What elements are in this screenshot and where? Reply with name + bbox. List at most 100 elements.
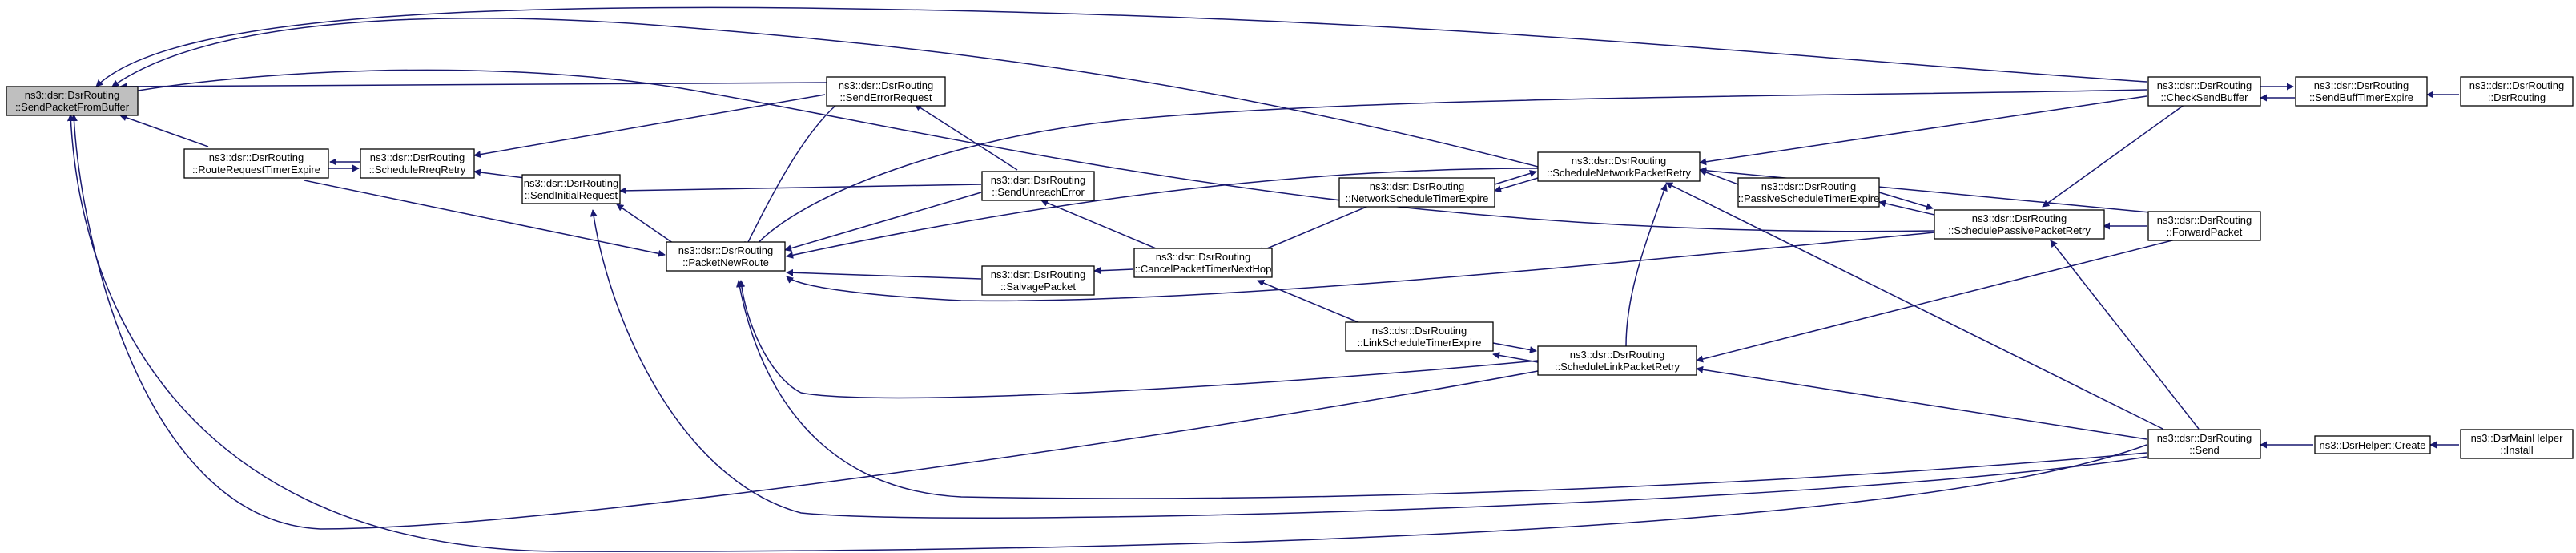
node-forward-packet[interactable]: ns3::dsr::DsrRouting ::ForwardPacket: [2147, 211, 2261, 241]
node-line1: ns3::dsr::DsrRouting: [1156, 251, 1251, 263]
node-line2: ::SendPacketFromBuffer: [15, 101, 130, 113]
node-send-initial-request[interactable]: ns3::dsr::DsrRouting ::SendInitialReques…: [521, 174, 621, 204]
edge-checksendbuffer-to-schednetwork: [1699, 95, 2147, 166]
edge-routereq-to-root: [119, 114, 209, 147]
node-line1: ns3::dsr::DsrRouting: [2157, 432, 2252, 444]
edge-send-to-root: [66, 114, 2147, 552]
call-edges: [66, 6, 2459, 552]
node-send-error-request[interactable]: ns3::dsr::DsrRouting ::SendErrorRequest: [826, 76, 946, 107]
edge-schednetwork-to-packetnewroute: [786, 168, 1539, 259]
node-line2: ::PassiveScheduleTimerExpire: [1738, 192, 1880, 204]
node-line2: ::CheckSendBuffer: [2161, 91, 2249, 103]
node-route-request-timer-expire[interactable]: ns3::dsr::DsrRouting ::RouteRequestTimer…: [183, 148, 329, 179]
edge-forwardpacket-to-schednetwork: [1699, 167, 2159, 214]
node-dsr-main-helper-install[interactable]: ns3::DsrMainHelper ::Install: [2460, 429, 2574, 459]
edge-checksendbuffer-top-to-root: [95, 6, 2147, 87]
edge-schednetwork-to-root: [111, 18, 1539, 168]
node-line2: ::SendInitialRequest: [525, 189, 618, 201]
node-schedule-passive-packet-retry[interactable]: ns3::dsr::DsrRouting ::SchedulePassivePa…: [1934, 209, 2105, 240]
node-send-unreach-error[interactable]: ns3::dsr::DsrRouting ::SendUnreachError: [981, 171, 1095, 201]
edge-networktimer-to-cancelpacket: [1257, 198, 1387, 254]
node-send-packet-from-buffer[interactable]: ns3::dsr::DsrRouting ::SendPacketFromBuf…: [6, 86, 139, 116]
node-send[interactable]: ns3::dsr::DsrRouting ::Send: [2147, 429, 2261, 459]
node-check-send-buffer[interactable]: ns3::dsr::DsrRouting ::CheckSendBuffer: [2147, 76, 2261, 107]
node-line2: ::NetworkScheduleTimerExpire: [1346, 192, 1489, 204]
node-passive-schedule-timer-expire[interactable]: ns3::dsr::DsrRouting ::PassiveScheduleTi…: [1737, 177, 1880, 208]
node-line1: ns3::dsr::DsrRouting: [25, 89, 120, 101]
node-line1: ns3::dsr::DsrRouting: [1370, 180, 1465, 192]
edge-send-to-schedpassive: [2050, 240, 2200, 430]
node-line2: ::SendBuffTimerExpire: [2309, 91, 2413, 103]
node-line2: ::ForwardPacket: [2167, 226, 2243, 238]
node-network-schedule-timer-expire[interactable]: ns3::dsr::DsrRouting ::NetworkScheduleTi…: [1338, 177, 1495, 208]
edge-forwardpacket-to-schedlink: [1696, 238, 2180, 363]
edge-schedlink-to-root: [70, 114, 1539, 530]
node-line2: ::PacketNewRoute: [682, 256, 769, 268]
edge-senderrorreq-to-root: [119, 82, 834, 91]
node-line1: ns3::dsr::DsrRouting: [209, 151, 304, 163]
node-line1: ns3::dsr::DsrRouting: [1761, 180, 1857, 192]
edge-schednetwork-to-networktimer: [1494, 177, 1539, 193]
edge-send-to-sendinitial: [590, 209, 2147, 519]
node-line1: ns3::dsr::DsrRouting: [524, 177, 619, 189]
node-send-buff-timer-expire[interactable]: ns3::dsr::DsrRouting ::SendBuffTimerExpi…: [2295, 76, 2428, 107]
node-schedule-rreq-retry[interactable]: ns3::dsr::DsrRouting ::ScheduleRreqRetry: [360, 148, 475, 179]
edge-schedpassive-to-packetnewroute: [786, 232, 1935, 302]
edge-routereq-to-packetnewroute: [304, 180, 666, 257]
node-line2: ::LinkScheduleTimerExpire: [1358, 337, 1482, 349]
node-line1: ns3::DsrHelper::Create: [2320, 439, 2426, 451]
node-line1: ns3::dsr::DsrRouting: [1572, 155, 1667, 167]
edge-sendunreach-to-senderrorreq: [914, 103, 1018, 171]
edge-send-to-packetnewroute: [736, 280, 2147, 499]
edge-sendunreach-to-sendinitial: [619, 184, 982, 195]
node-dsr-helper-create[interactable]: ns3::DsrHelper::Create: [2314, 435, 2431, 454]
edge-schedlink-to-schednetwork: [1625, 184, 1668, 347]
node-line1: ns3::dsr::DsrRouting: [2157, 214, 2252, 226]
edge-linktimer-to-schedlink: [1492, 342, 1537, 353]
edge-sendunreach-to-packetnewroute: [784, 192, 982, 252]
node-line1: ns3::dsr::DsrRouting: [370, 151, 465, 163]
node-line2: ::RouteRequestTimerExpire: [192, 163, 320, 176]
edge-passivetimer-to-schedpassive: [1878, 192, 1934, 210]
node-line1: ns3::dsr::DsrRouting: [1570, 349, 1665, 361]
node-dsr-routing-constructor[interactable]: ns3::dsr::DsrRouting ::DsrRouting: [2460, 76, 2574, 107]
node-line1: ns3::dsr::DsrRouting: [2157, 79, 2252, 91]
edge-networktimer-to-schednetwork: [1494, 170, 1537, 185]
node-line2: ::ScheduleNetworkPacketRetry: [1547, 167, 1691, 179]
edge-senderrorreq-to-schedrreq: [473, 94, 826, 159]
node-line2: ::SendUnreachError: [992, 186, 1085, 198]
function-nodes: ns3::dsr::DsrRouting ::SendPacketFromBuf…: [6, 76, 2574, 459]
node-line1: ns3::dsr::DsrRouting: [1972, 212, 2067, 224]
edge-schedlink-to-packetnewroute: [738, 280, 1539, 399]
node-line1: ns3::dsr::DsrRouting: [678, 244, 774, 256]
node-line1: ns3::dsr::DsrRouting: [2469, 79, 2565, 91]
node-line2: ::SalvagePacket: [1000, 281, 1076, 293]
edge-cancelpacket-to-salvage: [1093, 267, 1134, 275]
node-line2: ::ScheduleLinkPacketRetry: [1555, 361, 1680, 373]
edge-schedlink-to-linktimer: [1492, 351, 1539, 363]
node-line2: ::SchedulePassivePacketRetry: [1948, 224, 2091, 236]
edge-cancelpacket-to-sendunreach: [1040, 199, 1166, 253]
edge-checksendbuffer-to-schedpassive: [2042, 99, 2192, 208]
node-packet-new-route[interactable]: ns3::dsr::DsrRouting ::PacketNewRoute: [666, 241, 786, 272]
edge-salvage-to-packetnewroute: [786, 268, 982, 280]
node-line1: ns3::DsrMainHelper: [2471, 432, 2564, 444]
edge-schedpassive-to-passivetimer: [1878, 200, 1935, 216]
node-line2: ::DsrRouting: [2488, 91, 2546, 103]
node-line1: ns3::dsr::DsrRouting: [1372, 325, 1467, 337]
node-schedule-link-packet-retry[interactable]: ns3::dsr::DsrRouting ::ScheduleLinkPacke…: [1537, 345, 1697, 376]
edge-packetnewroute-to-sendinitial: [616, 204, 682, 249]
edge-linktimer-to-cancelpacket: [1257, 279, 1371, 328]
node-cancel-packet-timer-next-hop[interactable]: ns3::dsr::DsrRouting ::CancelPacketTimer…: [1133, 248, 1273, 278]
node-line1: ns3::dsr::DsrRouting: [839, 79, 934, 91]
node-link-schedule-timer-expire[interactable]: ns3::dsr::DsrRouting ::LinkScheduleTimer…: [1345, 321, 1494, 352]
node-line2: ::Install: [2500, 444, 2533, 456]
node-salvage-packet[interactable]: ns3::dsr::DsrRouting ::SalvagePacket: [981, 265, 1095, 296]
node-schedule-network-packet-retry[interactable]: ns3::dsr::DsrRouting ::ScheduleNetworkPa…: [1537, 151, 1701, 182]
node-line2: ::Send: [2189, 444, 2220, 456]
edge-schedpassive-to-root: [123, 69, 1935, 232]
node-line1: ns3::dsr::DsrRouting: [2314, 79, 2409, 91]
edge-send-to-schedlink: [1696, 365, 2147, 440]
edge-checksendbuffer-to-packetnewroute: [752, 89, 2147, 249]
